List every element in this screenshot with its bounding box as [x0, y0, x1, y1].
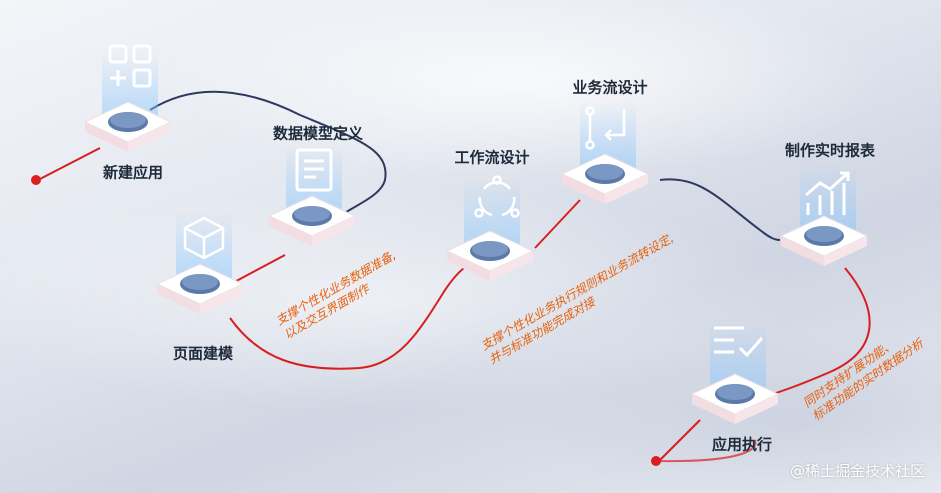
- platform-node-2[interactable]: [267, 192, 357, 252]
- platform-node-1[interactable]: [83, 98, 173, 158]
- platform-icon: [155, 263, 245, 314]
- end-dot: [651, 456, 661, 466]
- cycle-icon: [472, 175, 522, 225]
- step-label: 新建应用: [102, 163, 164, 182]
- platform-icon: [267, 195, 357, 246]
- platform-node-4[interactable]: [445, 227, 535, 287]
- growth-chart-icon: [802, 169, 854, 223]
- flow-return-icon: [582, 105, 634, 155]
- platform-node-3[interactable]: [155, 260, 245, 320]
- cube-icon: [181, 215, 227, 265]
- platform-icon: [445, 230, 535, 281]
- platform-node-6[interactable]: [779, 212, 869, 272]
- platform-icon: [690, 373, 780, 424]
- start-dot: [31, 175, 41, 185]
- step-label: 工作流设计: [454, 148, 530, 167]
- checklist-icon: [712, 322, 764, 366]
- step-label: 数据模型定义: [272, 124, 364, 143]
- platform-icon: [560, 153, 650, 204]
- step-label: 应用执行: [711, 435, 773, 454]
- watermark: @稀土掘金技术社区: [789, 462, 925, 480]
- platform-node-7[interactable]: [690, 370, 780, 430]
- platform-node-5[interactable]: [560, 150, 650, 210]
- grid-add-icon: [107, 43, 153, 93]
- platform-icon: [779, 215, 869, 266]
- step-label: 制作实时报表: [784, 141, 876, 160]
- document-icon: [294, 147, 334, 197]
- step-label: 业务流设计: [572, 78, 648, 97]
- step-label: 页面建模: [172, 344, 234, 363]
- platform-icon: [83, 101, 173, 152]
